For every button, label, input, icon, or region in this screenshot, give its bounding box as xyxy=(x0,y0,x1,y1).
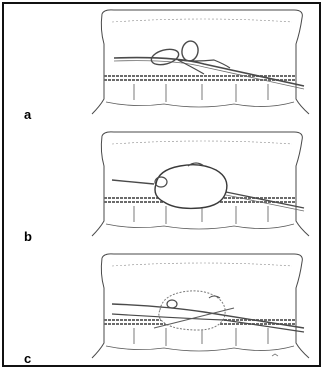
illustration-c xyxy=(4,248,319,366)
illustration-b xyxy=(4,126,319,244)
panel-label-b: b xyxy=(24,230,32,243)
panel-label-c: c xyxy=(24,352,31,365)
panel-b: b xyxy=(4,126,319,244)
illustration-a xyxy=(4,4,319,122)
panel-a: a xyxy=(4,4,319,122)
panel-c: c xyxy=(4,248,319,366)
panel-label-a: a xyxy=(24,108,31,121)
